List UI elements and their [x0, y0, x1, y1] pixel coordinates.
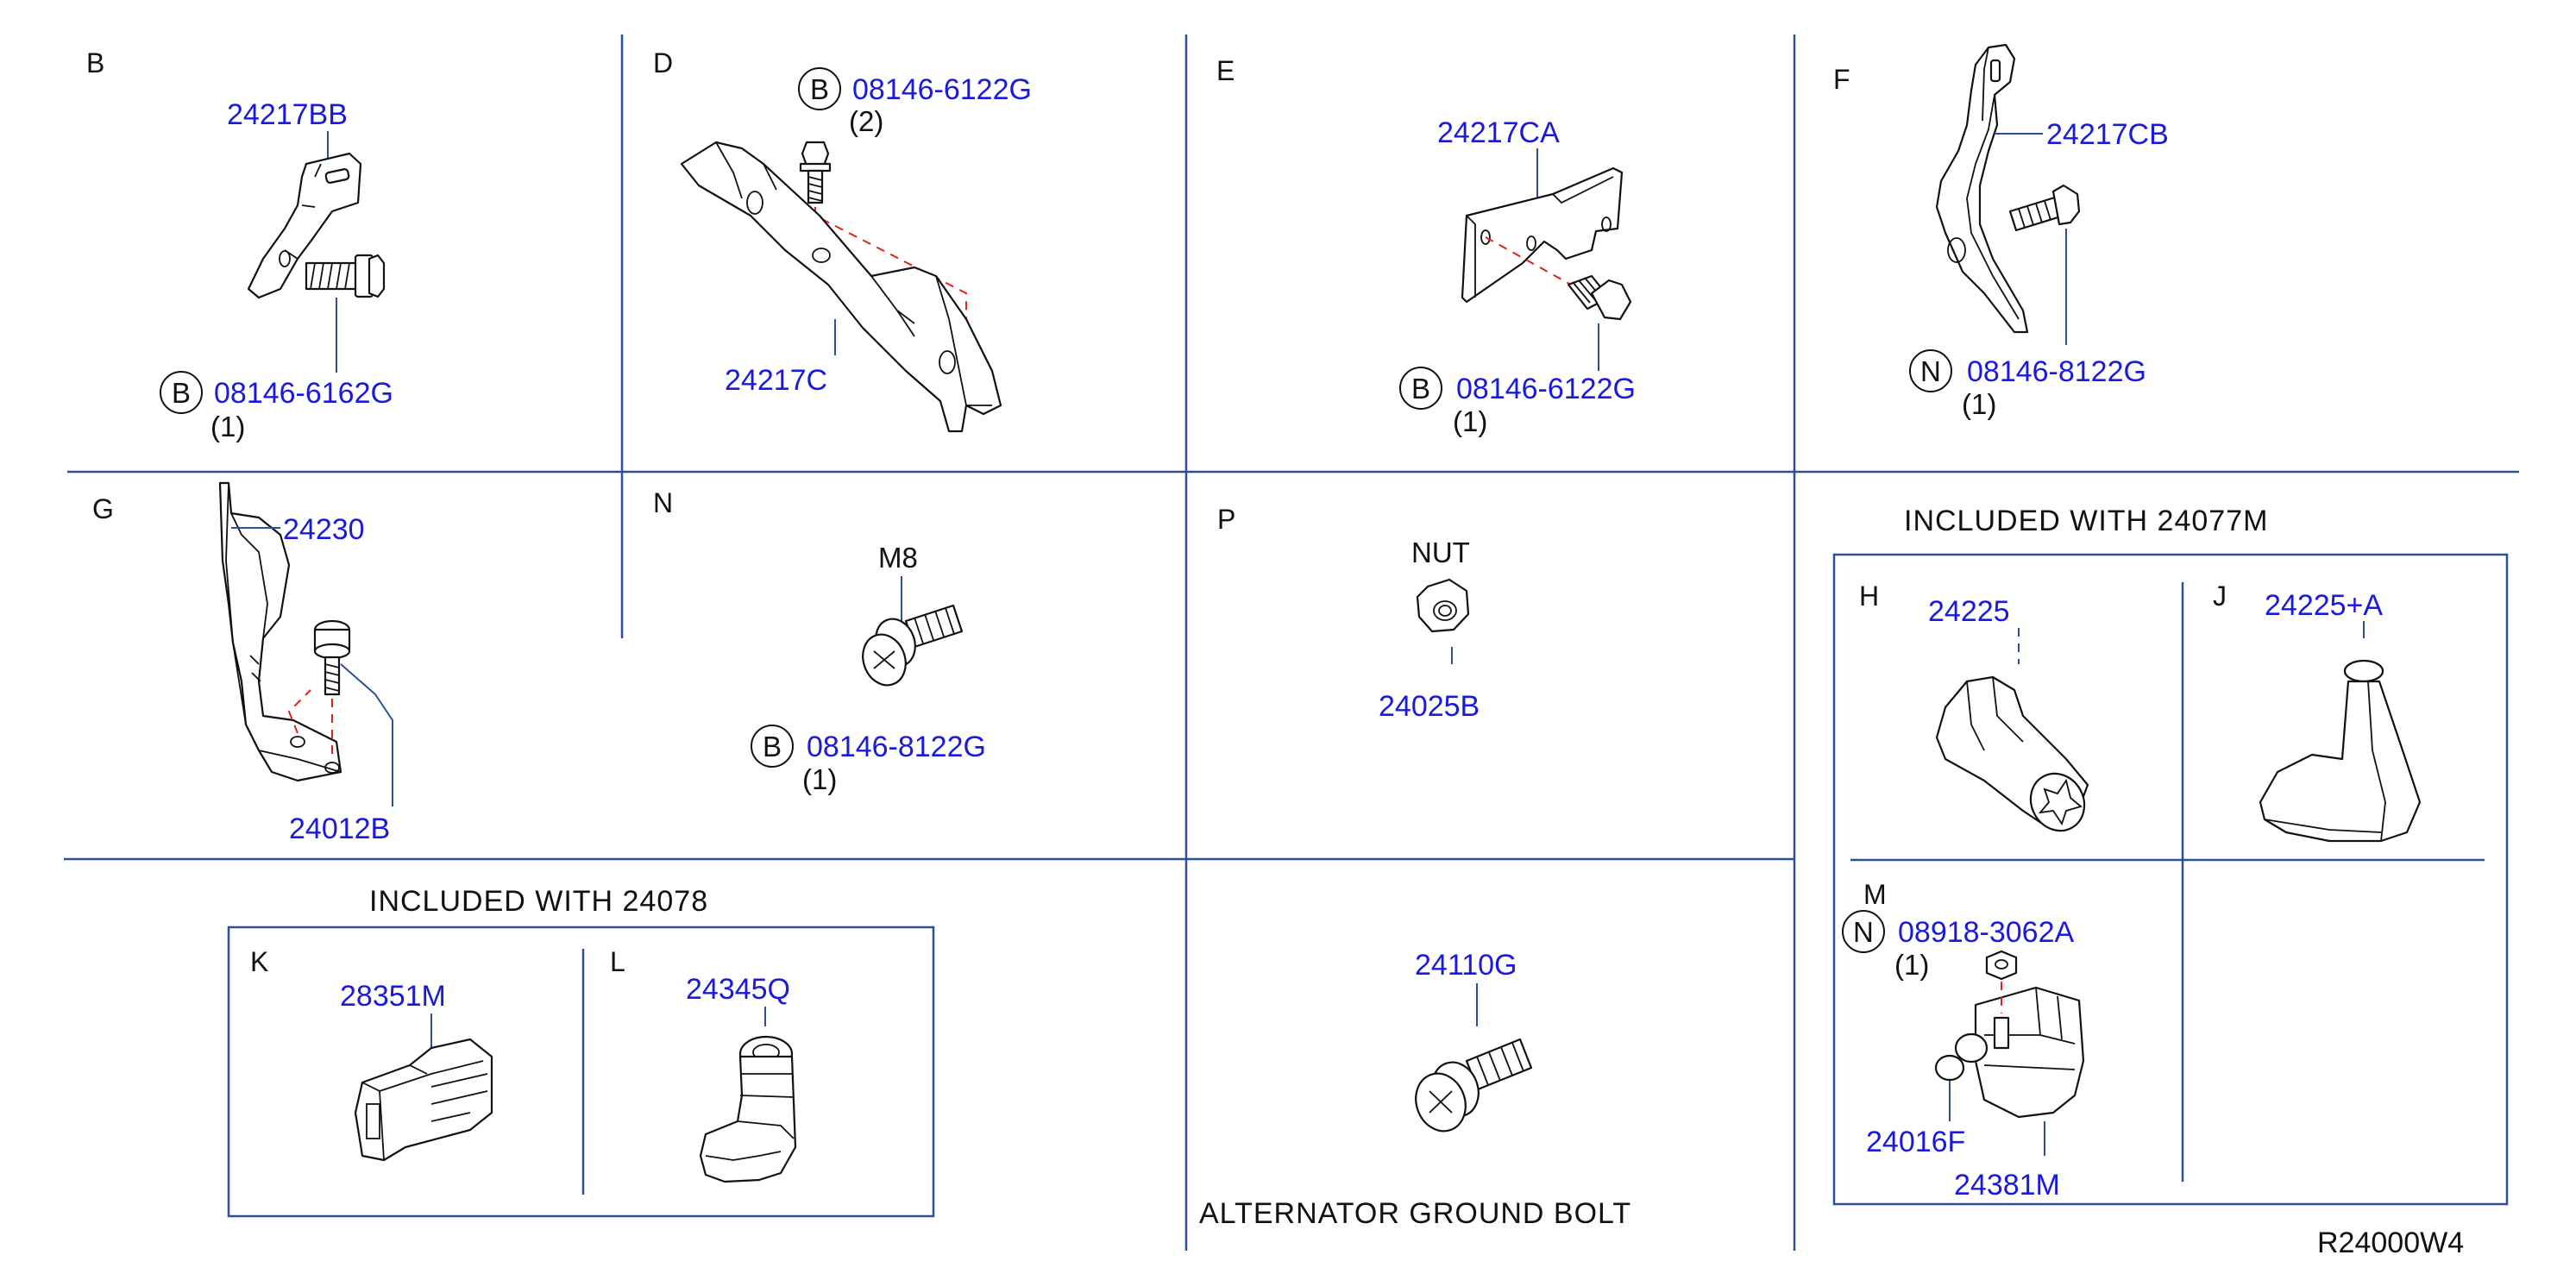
mark-b-symbol: B [1411, 373, 1430, 405]
part-number-24230[interactable]: 24230 [283, 513, 365, 546]
bracket-24217ca-illustration [1461, 166, 1624, 304]
panel-g: G 24230 24012B [92, 481, 393, 845]
bolt-08146-6122g-illustration [799, 141, 832, 204]
terminal-24016f-24381m-illustration [1934, 950, 2085, 1119]
part-number-08146-8122g[interactable]: 08146-8122G [1967, 355, 2146, 388]
part-number-24217ca[interactable]: 24217CA [1437, 116, 1560, 149]
panel-letter-h: H [1859, 580, 1879, 612]
panel-b: B 24217BB B 08146-6162G (1) [86, 47, 393, 442]
panel-d: D B 08146-6122G (2) 24217C [653, 47, 1032, 433]
part-number-24225[interactable]: 24225 [1928, 595, 2010, 628]
diagram-code: R24000W4 [2317, 1227, 2464, 1259]
bolt-24110g-illustration [1415, 1038, 1533, 1133]
quantity-label: (1) [210, 411, 245, 442]
panel-letter-e: E [1216, 55, 1235, 86]
mark-b-symbol: B [810, 73, 829, 105]
panel-f: F 24217CB N 08146-8122G (1) [1833, 43, 2169, 420]
mark-b-symbol: B [763, 731, 782, 762]
panel-grid [64, 35, 2519, 1251]
part-number-24225-a[interactable]: 24225+A [2265, 589, 2383, 622]
mark-b-symbol: B [172, 377, 191, 409]
part-number-08146-6122g[interactable]: 08146-6122G [852, 73, 1032, 106]
cap-24225a-illustration [2259, 659, 2422, 843]
connector-28351m-illustration [354, 1038, 493, 1162]
nut-24025b-illustration [1416, 578, 1470, 633]
part-number-08146-6122g[interactable]: 08146-6122G [1456, 373, 1636, 405]
group-24078: INCLUDED WITH 24078 K 28351M L 24345Q [250, 885, 797, 1183]
panel-letter-j: J [2213, 580, 2227, 612]
bolt-08146-6122g-illustration [1567, 274, 1632, 321]
alternator-ground-bolt-caption: ALTERNATOR GROUND BOLT [1199, 1197, 1631, 1230]
panel-letter-m: M [1863, 879, 1887, 910]
bolt-size-label: M8 [878, 542, 918, 574]
quantity-label: (1) [1962, 388, 1996, 420]
bolt-m8-illustration [862, 604, 964, 687]
part-number-28351m[interactable]: 28351M [340, 980, 446, 1013]
screw-24012b-illustration [313, 619, 351, 696]
part-number-24012b[interactable]: 24012B [289, 813, 390, 845]
part-number-24217c[interactable]: 24217C [725, 364, 827, 397]
part-number-24025b[interactable]: 24025B [1379, 690, 1480, 723]
quantity-label: (2) [849, 105, 883, 137]
mark-n-symbol: N [1920, 355, 1941, 387]
panel-letter-l: L [610, 946, 625, 977]
panel-letter-n: N [653, 487, 673, 518]
mark-n-symbol: N [1853, 916, 1874, 948]
bolt-08146-6162g-illustration [305, 254, 386, 298]
panel-alternator-ground-bolt: 24110G ALTERNATOR GROUND BOLT [1199, 949, 1631, 1230]
panel-letter-k: K [250, 946, 268, 977]
part-number-24217bb[interactable]: 24217BB [227, 98, 348, 131]
part-name-nut: NUT [1411, 536, 1470, 568]
panel-letter-b: B [86, 47, 104, 78]
quantity-label: (1) [802, 763, 837, 795]
quantity-label: (1) [1453, 405, 1487, 437]
panel-letter-d: D [653, 47, 673, 78]
bracket-24217bb-illustration [247, 152, 362, 299]
panel-letter-g: G [92, 493, 114, 524]
part-number-24381m[interactable]: 24381M [1954, 1169, 2060, 1202]
part-number-24217cb[interactable]: 24217CB [2046, 118, 2169, 151]
bracket-24217c-illustration [680, 141, 1002, 433]
group-caption-24078: INCLUDED WITH 24078 [369, 885, 708, 918]
part-number-24016f[interactable]: 24016F [1866, 1126, 1965, 1158]
group-caption-24077m: INCLUDED WITH 24077M [1904, 505, 2268, 537]
bolt-08146-8122g-illustration [2008, 184, 2081, 232]
panel-letter-f: F [1833, 64, 1850, 95]
part-number-08918-3062a[interactable]: 08918-3062A [1898, 916, 2075, 949]
boot-24345q-illustration [699, 1035, 797, 1183]
panel-n: N M8 B 08146-8122G (1) [653, 487, 986, 795]
part-number-24345q[interactable]: 24345Q [686, 973, 790, 1006]
panel-letter-p: P [1217, 504, 1235, 535]
bracket-24217cb-illustration [1935, 43, 2029, 334]
part-number-08146-6162g[interactable]: 08146-6162G [214, 377, 393, 410]
quantity-label: (1) [1894, 949, 1929, 981]
clip-24225-illustration [1935, 675, 2089, 832]
panel-e: E 24217CA B 08146-6122G (1) [1216, 55, 1636, 437]
part-number-24110g[interactable]: 24110G [1415, 949, 1517, 982]
group-24077m: INCLUDED WITH 24077M H 24225 J 24225+A M… [1842, 505, 2422, 1202]
panel-p: P NUT 24025B [1217, 504, 1480, 723]
part-number-08146-8122g[interactable]: 08146-8122G [807, 731, 986, 763]
